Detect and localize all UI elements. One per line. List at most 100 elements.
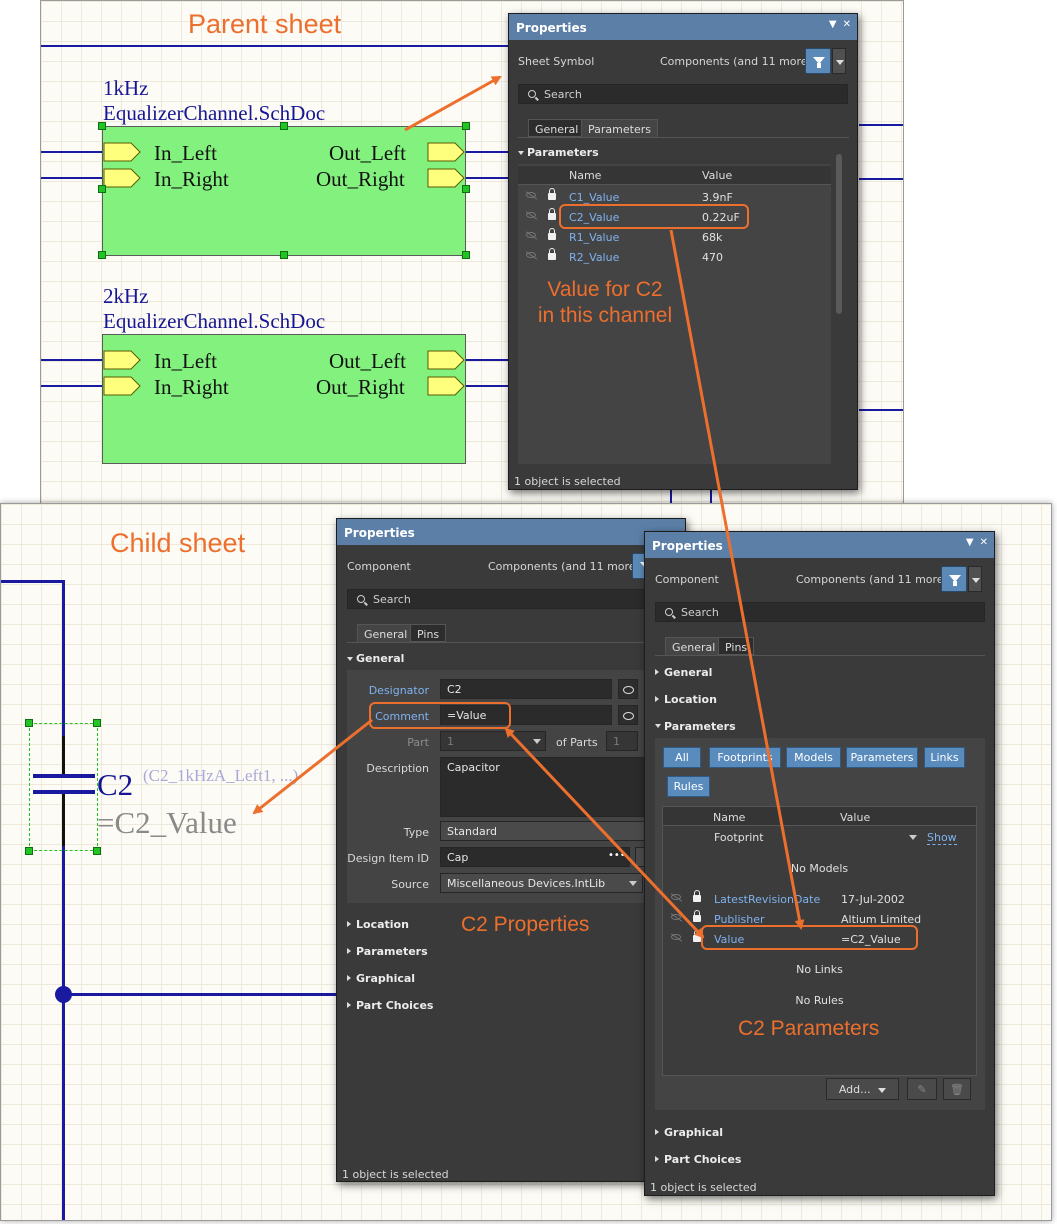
filter-parameters-button[interactable]: Parameters	[846, 747, 918, 768]
section-part-choices[interactable]: Part Choices	[664, 1153, 742, 1166]
designator-field[interactable]: C2	[440, 679, 612, 699]
tab-pins[interactable]: Pins	[410, 624, 447, 642]
filter-dropdown[interactable]	[968, 566, 982, 592]
comment-field[interactable]: =Value	[440, 705, 612, 725]
component-selection-box[interactable]	[29, 723, 98, 851]
expand-icon[interactable]	[655, 1156, 659, 1162]
source-select[interactable]: Miscellaneous Devices.IntLib	[440, 873, 643, 893]
visibility-hidden-icon[interactable]	[526, 212, 536, 218]
collapse-icon[interactable]	[347, 657, 353, 661]
selection-handle[interactable]	[280, 122, 288, 130]
column-value[interactable]: Value	[840, 811, 871, 824]
close-icon[interactable]: ✕	[979, 537, 988, 548]
tab-parameters[interactable]: Parameters	[581, 119, 658, 137]
design-item-field[interactable]: Cap	[440, 847, 630, 867]
filter-links-button[interactable]: Links	[924, 747, 965, 768]
column-name[interactable]: Name	[713, 811, 746, 824]
eye-icon[interactable]	[618, 705, 638, 725]
table-row[interactable]: R1_Value 68k	[518, 227, 831, 247]
tab-general[interactable]: General	[665, 637, 723, 655]
selection-handle[interactable]	[462, 185, 470, 193]
sheet-entry-in-left[interactable]	[103, 142, 141, 162]
lock-icon[interactable]	[693, 910, 701, 922]
selection-handle[interactable]	[462, 251, 470, 259]
panel-menu-icon[interactable]: ▼	[965, 537, 974, 548]
search-input[interactable]: Search	[347, 589, 677, 609]
visibility-hidden-icon[interactable]	[526, 192, 536, 198]
selection-handle[interactable]	[462, 122, 470, 130]
edit-button[interactable]: ✎	[907, 1078, 937, 1100]
filter-all-button[interactable]: All	[663, 747, 701, 768]
visibility-hidden-icon[interactable]	[526, 252, 536, 258]
section-graphical[interactable]: Graphical	[664, 1126, 724, 1139]
section-part-choices[interactable]: Part Choices	[356, 999, 434, 1012]
collapse-icon[interactable]	[518, 151, 524, 155]
sheet-entry-out-left[interactable]	[427, 350, 465, 370]
selection-handle[interactable]	[98, 251, 106, 259]
sheet-symbol-1khz[interactable]: In_Left In_Right Out_Left Out_Right	[102, 126, 466, 256]
sheet-entry-in-right[interactable]	[103, 376, 141, 396]
expand-icon[interactable]	[655, 696, 659, 702]
visibility-hidden-icon[interactable]	[671, 934, 681, 940]
selection-handle[interactable]	[98, 122, 106, 130]
selection-handle[interactable]	[93, 847, 101, 855]
table-row[interactable]: LatestRevisionDate 17-Jul-2002	[663, 889, 976, 909]
sheet-symbol-2khz[interactable]: In_Left In_Right Out_Left Out_Right	[102, 334, 466, 464]
lock-icon[interactable]	[548, 228, 556, 240]
section-parameters[interactable]: Parameters	[527, 146, 599, 159]
expand-icon[interactable]	[347, 1002, 351, 1008]
delete-button[interactable]: 🗑	[943, 1078, 971, 1100]
show-link[interactable]: Show	[927, 831, 957, 845]
section-parameters[interactable]: Parameters	[356, 945, 428, 958]
table-row[interactable]: R2_Value 470	[518, 247, 831, 267]
expand-icon[interactable]	[347, 948, 351, 954]
search-input[interactable]: Search	[518, 84, 848, 104]
eye-icon[interactable]	[618, 679, 638, 699]
search-input[interactable]: Search	[655, 602, 985, 622]
tab-pins[interactable]: Pins	[718, 637, 755, 655]
section-general[interactable]: General	[356, 652, 405, 665]
selection-handle[interactable]	[280, 251, 288, 259]
sheet-entry-out-left[interactable]	[427, 142, 465, 162]
selection-handle[interactable]	[98, 185, 106, 193]
visibility-hidden-icon[interactable]	[526, 232, 536, 238]
visibility-hidden-icon[interactable]	[671, 894, 681, 900]
lock-icon[interactable]	[693, 890, 701, 902]
expand-icon[interactable]	[655, 669, 659, 675]
sheet-entry-out-right[interactable]	[427, 168, 465, 188]
filter-dropdown[interactable]	[832, 48, 846, 74]
close-icon[interactable]: ✕	[842, 19, 851, 30]
filter-models-button[interactable]: Models	[786, 747, 841, 768]
expand-icon[interactable]	[655, 1129, 659, 1135]
lock-icon[interactable]	[548, 188, 556, 200]
section-location[interactable]: Location	[356, 918, 409, 931]
selection-handle[interactable]	[93, 719, 101, 727]
footprint-row[interactable]: Footprint Show	[714, 831, 957, 845]
column-value[interactable]: Value	[702, 169, 733, 182]
selection-handle[interactable]	[25, 847, 33, 855]
section-graphical[interactable]: Graphical	[356, 972, 416, 985]
add-parameter-button[interactable]: Add...	[826, 1078, 899, 1100]
selection-handle[interactable]	[25, 719, 33, 727]
column-name[interactable]: Name	[569, 169, 602, 182]
expand-icon[interactable]	[347, 921, 351, 927]
table-row[interactable]: C1_Value 3.9nF	[518, 187, 831, 207]
filter-rules-button[interactable]: Rules	[667, 776, 710, 797]
visibility-hidden-icon[interactable]	[671, 914, 681, 920]
panel-menu-icon[interactable]: ▼	[828, 19, 837, 30]
filter-footprints-button[interactable]: Footprints	[709, 747, 781, 768]
table-row[interactable]: C2_Value 0.22uF	[518, 207, 831, 227]
lock-icon[interactable]	[548, 208, 556, 220]
tab-general[interactable]: General	[357, 624, 415, 642]
filter-button[interactable]	[805, 48, 831, 74]
section-location[interactable]: Location	[664, 693, 717, 706]
section-general[interactable]: General	[664, 666, 713, 679]
scrollbar[interactable]	[836, 154, 842, 314]
lock-icon[interactable]	[693, 930, 701, 942]
sheet-entry-out-right[interactable]	[427, 376, 465, 396]
tab-general[interactable]: General	[528, 119, 586, 137]
expand-icon[interactable]	[347, 975, 351, 981]
browse-icon[interactable]: •••	[608, 850, 626, 861]
section-parameters[interactable]: Parameters	[664, 720, 736, 733]
sheet-entry-in-left[interactable]	[103, 350, 141, 370]
